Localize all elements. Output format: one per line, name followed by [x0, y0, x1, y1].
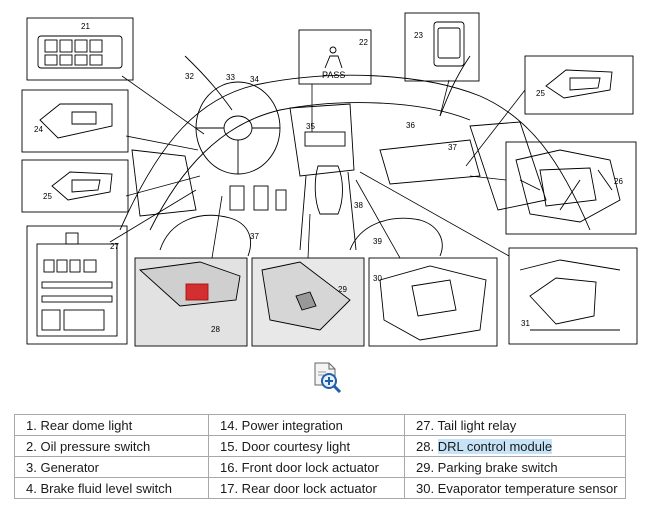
- callout-22: 22: [359, 38, 368, 47]
- callout-21: 21: [81, 22, 90, 31]
- legend-cell: 16. Front door lock actuator: [208, 456, 405, 478]
- callout-39: 39: [373, 237, 382, 246]
- callout-23: 23: [414, 31, 423, 40]
- component-legend-table: 1. Rear dome light 14. Power integration…: [14, 414, 626, 499]
- table-row: 4. Brake fluid level switch 17. Rear doo…: [14, 477, 626, 499]
- legend-cell: 3. Generator: [14, 456, 209, 478]
- callout-37b: 37: [250, 232, 259, 241]
- callout-30: 30: [373, 274, 382, 283]
- inset-fuse-block: [26, 225, 128, 345]
- legend-cell: 30. Evaporator temperature sensor: [404, 477, 626, 499]
- legend-cell-drl-module: 28. DRL control module: [404, 435, 626, 457]
- inset-trunk-switch: [21, 89, 129, 153]
- callout-33: 33: [226, 73, 235, 82]
- legend-cell: 14. Power integration: [208, 414, 405, 436]
- inset-evaporator-sensor: [368, 257, 498, 347]
- callout-31: 31: [521, 319, 530, 328]
- callout-24: 24: [34, 125, 43, 134]
- inset-switch-left: [21, 159, 129, 213]
- callout-28: 28: [211, 325, 220, 334]
- legend-cell: 15. Door courtesy light: [208, 435, 405, 457]
- legend-cell: 4. Brake fluid level switch: [14, 477, 209, 499]
- callout-25b: 25: [43, 192, 52, 201]
- callout-26: 26: [614, 177, 623, 186]
- legend-cell: 29. Parking brake switch: [404, 456, 626, 478]
- component-location-diagram: 21 22 23 24 25 25 26 27 28 29 30 31 32 3…: [21, 12, 638, 347]
- callout-27: 27: [110, 242, 119, 251]
- legend-cell: 27. Tail light relay: [404, 414, 626, 436]
- inset-airbag-off-indicator: [404, 12, 480, 82]
- callout-25a: 25: [536, 89, 545, 98]
- callout-29: 29: [338, 285, 347, 294]
- inset-switch-panel: [26, 17, 134, 81]
- callout-35: 35: [306, 122, 315, 131]
- table-row: 2. Oil pressure switch 15. Door courtesy…: [14, 435, 626, 457]
- callout-34: 34: [250, 75, 259, 84]
- callout-37a: 37: [448, 143, 457, 152]
- magnify-plus-document-icon[interactable]: [312, 361, 342, 393]
- callout-36: 36: [406, 121, 415, 130]
- inset-switch-right: [524, 55, 634, 115]
- pass-label: PASS: [322, 70, 345, 80]
- legend-cell: 2. Oil pressure switch: [14, 435, 209, 457]
- callout-38: 38: [354, 201, 363, 210]
- callout-32: 32: [185, 72, 194, 81]
- legend-cell: 1. Rear dome light: [14, 414, 209, 436]
- table-row: 1. Rear dome light 14. Power integration…: [14, 414, 626, 436]
- dashboard-outline: [119, 74, 591, 231]
- selection-highlight: DRL control module: [437, 438, 553, 454]
- table-row: 3. Generator 16. Front door lock actuato…: [14, 456, 626, 478]
- legend-cell: 17. Rear door lock actuator: [208, 477, 405, 499]
